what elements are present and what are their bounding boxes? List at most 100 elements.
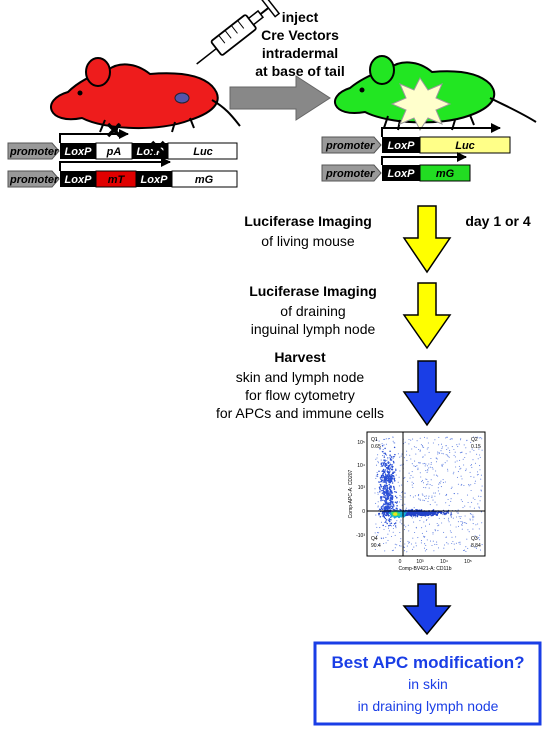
density-dot <box>415 465 417 468</box>
density-dot <box>447 470 449 472</box>
density-dot <box>383 484 386 487</box>
density-dot <box>389 477 391 479</box>
quadrant-q2-name: Q2 <box>471 437 478 443</box>
density-dot <box>480 511 482 513</box>
density-dot <box>410 439 412 441</box>
density-dot <box>415 511 417 514</box>
density-dot <box>405 454 408 456</box>
density-dot <box>431 495 433 497</box>
density-dot <box>393 509 396 511</box>
density-dot <box>441 447 443 449</box>
density-dot <box>389 505 392 507</box>
density-dot <box>380 537 382 539</box>
density-dot <box>473 476 475 478</box>
density-dot <box>460 521 462 523</box>
density-dot <box>426 471 428 474</box>
density-dot <box>416 515 419 518</box>
density-dot <box>377 491 379 493</box>
density-dot <box>423 547 426 549</box>
density-dot <box>392 457 394 459</box>
density-dot <box>443 547 445 549</box>
density-dot <box>389 466 391 468</box>
density-dot <box>384 460 386 462</box>
density-dot <box>437 525 439 527</box>
density-dot <box>389 499 392 502</box>
density-dot <box>432 509 435 511</box>
density-dot <box>384 517 387 520</box>
density-dot <box>422 494 424 496</box>
density-dot <box>434 530 436 532</box>
density-dot <box>388 518 391 520</box>
promoter-label: promoter <box>325 168 375 180</box>
density-dot <box>424 462 426 464</box>
density-dot <box>457 512 459 514</box>
density-dot <box>389 462 391 464</box>
density-dot <box>439 481 441 484</box>
density-dot <box>450 512 453 514</box>
density-dot <box>419 520 421 522</box>
density-dot <box>446 542 448 544</box>
density-dot <box>468 485 470 487</box>
pa-label: pA <box>106 146 122 158</box>
density-dot <box>428 495 430 497</box>
density-dot <box>385 514 388 517</box>
density-dot <box>385 464 388 467</box>
density-dot <box>471 501 473 503</box>
density-dot <box>420 509 423 511</box>
density-dot <box>393 487 395 489</box>
density-dot <box>386 464 389 466</box>
density-dot <box>393 446 396 449</box>
density-dot <box>462 507 464 509</box>
step-text: skin and lymph node <box>236 369 365 385</box>
density-dot <box>375 458 377 460</box>
density-dot <box>480 496 482 498</box>
density-dot <box>479 469 481 471</box>
density-dot <box>380 480 382 483</box>
density-dot <box>459 439 462 441</box>
density-dot <box>391 514 393 517</box>
density-dot <box>392 501 394 503</box>
density-dot <box>375 439 378 441</box>
density-dot <box>479 454 481 456</box>
density-dot <box>390 477 392 480</box>
density-dot <box>419 449 421 451</box>
density-dot <box>447 543 449 545</box>
density-dot <box>407 540 409 542</box>
density-dot <box>478 506 480 508</box>
quadrant-q1-value: 0.65 <box>371 444 381 450</box>
density-dot <box>392 508 395 511</box>
density-dot <box>421 481 423 483</box>
density-dot <box>393 513 396 516</box>
density-dot <box>384 459 386 461</box>
density-dot <box>407 480 409 482</box>
step-imaging-living: Luciferase Imaging of living mouse <box>244 213 372 249</box>
density-dot <box>389 522 391 525</box>
density-dot <box>378 486 381 488</box>
density-dot <box>387 462 390 465</box>
density-dot <box>442 514 444 516</box>
density-dot <box>419 450 421 452</box>
density-dot <box>384 473 387 476</box>
density-dot <box>440 443 443 445</box>
density-dot <box>412 496 414 498</box>
density-dot <box>399 521 401 523</box>
density-dot <box>388 512 391 515</box>
density-dot <box>413 465 415 467</box>
density-dot <box>375 502 377 504</box>
density-dot <box>469 518 471 520</box>
density-dot <box>392 527 394 530</box>
construct-left-1: promoter LoxP pA LoxP Luc <box>7 122 238 160</box>
density-dot <box>385 489 387 491</box>
density-dot <box>455 536 457 538</box>
density-dot <box>414 460 416 462</box>
density-dot <box>386 475 389 478</box>
density-dot <box>472 459 474 461</box>
density-dot <box>379 515 382 518</box>
density-dot <box>433 492 435 494</box>
density-dot <box>381 492 384 494</box>
density-dot <box>406 450 408 452</box>
density-dot <box>384 469 387 471</box>
density-dot <box>475 524 477 526</box>
density-dot <box>400 498 402 501</box>
density-dot <box>386 489 389 492</box>
